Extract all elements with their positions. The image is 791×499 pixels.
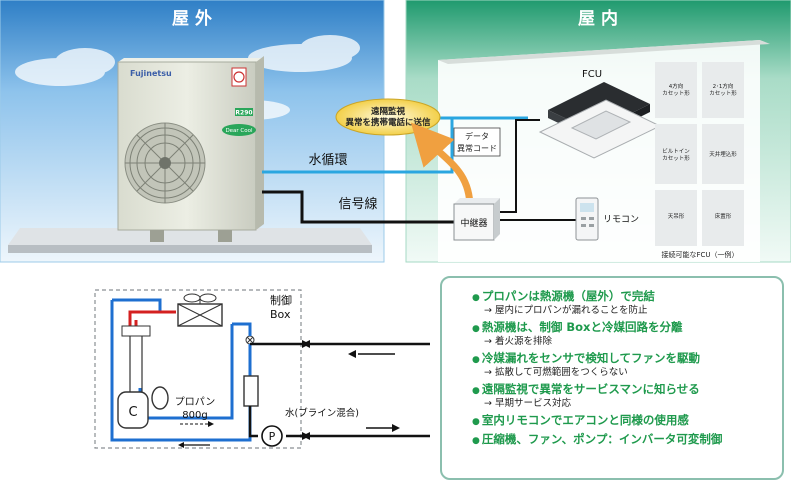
outdoor-slab xyxy=(8,228,372,245)
model-tag: R290 xyxy=(235,110,252,117)
feature-item: 圧縮機、ファン、ポンプ：インバータ可変制御 xyxy=(472,433,782,448)
feature-main-text: 遠隔監視で異常をサービスマンに知らせる xyxy=(472,383,782,398)
data-cord-line1: データ xyxy=(465,131,489,141)
control-box-line2: Box xyxy=(270,308,291,321)
brand-label: Fujinetsu xyxy=(130,69,172,78)
feature-main-text: 圧縮機、ファン、ポンプ：インバータ可変制御 xyxy=(472,433,782,448)
fcu-types-grid: 4方向 カセット形 2･1方向 カセット形 ビルトイン カセット形 天井埋込形 … xyxy=(655,62,744,259)
feature-item: 遠隔監視で異常をサービスマンに知らせる→ 早期サービス対応 xyxy=(472,383,782,410)
four-way-valve-icon xyxy=(121,325,151,337)
propane-line1: プロパン xyxy=(175,396,216,408)
features-box: プロパンは熱源機（屋外）で完結→ 屋内にプロパンが漏れることを防止熱源機は、制御… xyxy=(440,276,784,480)
fan-hub-icon xyxy=(159,157,171,169)
plate-heat-exchanger-icon xyxy=(243,375,259,407)
fcu-label: FCU xyxy=(582,69,602,80)
pump-letter: P xyxy=(269,430,276,443)
signal-line-label: 信号線 xyxy=(338,196,377,212)
data-cord-label: データ 異常コード xyxy=(453,127,501,157)
fcu-type-4-line1: 天吊形 xyxy=(668,212,685,220)
feature-item: プロパンは熱源機（屋外）で完結→ 屋内にプロパンが漏れることを防止 xyxy=(472,290,782,317)
callout-line1: 遠隔監視 xyxy=(371,106,406,117)
relay-box: 中継器 xyxy=(453,198,500,241)
fcu-type-2-line1: ビルトイン xyxy=(662,147,690,155)
fcu-caption: 接続可能なFCU（一例） xyxy=(661,250,738,259)
feature-item: 室内リモコンでエアコンと同様の使用感 xyxy=(472,414,782,429)
outdoor-unit: Fujinetsu R290 Dear Cool xyxy=(117,56,264,242)
feature-main-text: 冷媒漏れをセンサで検知してファンを駆動 xyxy=(472,352,782,367)
remote-label: リモコン xyxy=(603,215,639,225)
relay-label: 中継器 xyxy=(460,217,487,229)
fcu-type-2-line2: カセット形 xyxy=(662,154,690,162)
feature-sub-text: → 拡散して可燃範囲をつくらない xyxy=(484,367,628,378)
feature-main-text: プロパンは熱源機（屋外）で完結 xyxy=(472,290,782,305)
refrigerant-schematic: C P 制御 B xyxy=(94,289,430,449)
data-transmission-arrow xyxy=(410,122,474,209)
feature-main-text: 室内リモコンでエアコンと同様の使用感 xyxy=(472,414,782,429)
fcu-type-0-line2: カセット形 xyxy=(662,89,690,97)
remote-controller: リモコン xyxy=(575,197,639,241)
accumulator-icon xyxy=(151,386,169,410)
compressor-icon xyxy=(117,391,149,429)
remote-monitoring-callout: 遠隔監視 異常を携帯電話に送信 xyxy=(335,98,441,136)
propane-line2: 800g xyxy=(182,410,207,421)
badge-label: Dear Cool xyxy=(225,128,253,134)
feature-main-text: 熱源機は、制御 Boxと冷媒回路を分離 xyxy=(472,321,782,336)
outdoor-title: 屋 外 xyxy=(172,8,212,29)
pump-icon xyxy=(261,425,283,447)
feature-item: 冷媒漏れをセンサで検知してファンを駆動→ 拡散して可燃範囲をつくらない xyxy=(472,352,782,379)
fcu-type-1-line1: 2･1方向 xyxy=(713,82,734,90)
feature-sub-text: → 早期サービス対応 xyxy=(484,398,571,409)
water-brine-label: 水(ブライン混合) xyxy=(285,407,359,419)
feature-item: 熱源機は、制御 Boxと冷媒回路を分離→ 着火源を排除 xyxy=(472,321,782,348)
signal-line xyxy=(262,190,454,224)
fcu-type-3-line1: 天井埋込形 xyxy=(709,150,737,158)
fcu-unit: FCU xyxy=(538,69,662,159)
fcu-type-0-line1: 4方向 xyxy=(669,82,684,90)
flammable-warning-icon xyxy=(231,67,247,87)
callout-line2: 異常を携帯電話に送信 xyxy=(345,117,431,128)
fcu-type-5-line1: 床置形 xyxy=(715,212,732,220)
fcu-type-1-line2: カセット形 xyxy=(709,89,737,97)
feature-sub-text: → 着火源を排除 xyxy=(484,336,552,347)
indoor-title: 屋 内 xyxy=(578,8,618,29)
control-box-line1: 制御 xyxy=(270,293,292,307)
fan-icon xyxy=(183,293,201,303)
water-line-label: 水循環 xyxy=(308,153,347,168)
feature-sub-text: → 屋内にプロパンが漏れることを防止 xyxy=(484,305,648,316)
features-list: プロパンは熱源機（屋外）で完結→ 屋内にプロパンが漏れることを防止熱源機は、制御… xyxy=(442,278,782,448)
data-cord-line2: 異常コード xyxy=(457,144,497,153)
compressor-letter: C xyxy=(128,405,137,420)
relay-to-fcu-line xyxy=(496,119,540,213)
